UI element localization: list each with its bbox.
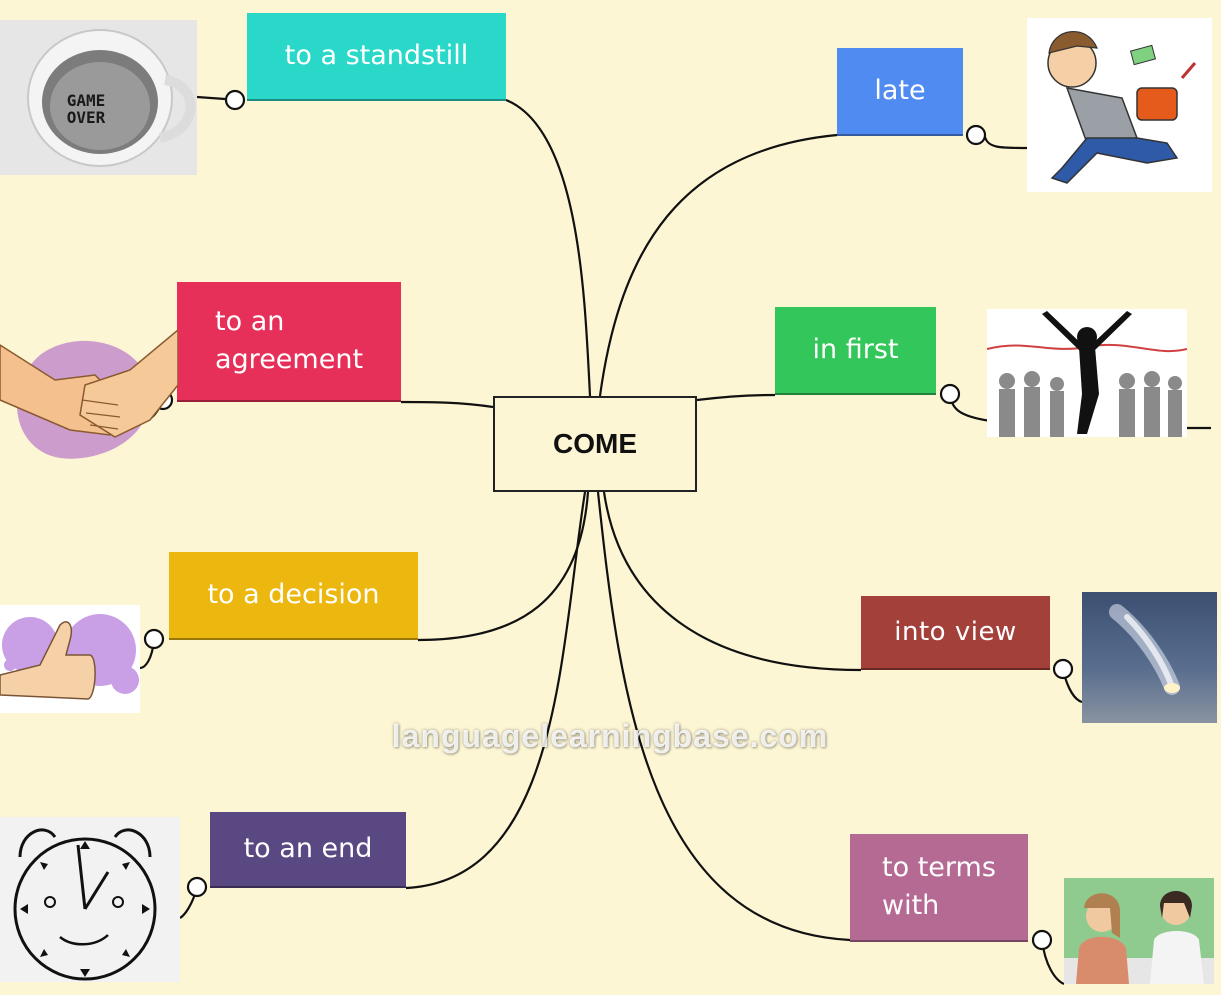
- connector-view: [602, 491, 862, 672]
- node-terms: [1031, 929, 1053, 951]
- comet-photo: [1082, 592, 1217, 723]
- watermark: languagelearningbase.com: [391, 718, 829, 754]
- game-over-mug-photo: GAME OVER: [0, 20, 197, 175]
- branch-first-label: in first: [812, 334, 899, 365]
- central-topic-label: COME: [553, 428, 637, 459]
- branch-terms-label: to terms with: [882, 852, 996, 921]
- svg-text:GAME: GAME: [67, 91, 106, 110]
- connector-decision: [417, 491, 590, 642]
- branch-first: in first: [775, 307, 936, 395]
- branch-terms: to terms with: [850, 834, 1028, 942]
- central-topic: COME: [493, 396, 697, 492]
- clock-drawing: [0, 817, 180, 982]
- node-view: [1052, 658, 1074, 680]
- branch-view-label: into view: [894, 617, 1017, 647]
- branch-view: into view: [861, 596, 1050, 670]
- connector-standstill: [505, 98, 592, 397]
- running-late-boy-illustration: [1027, 18, 1212, 192]
- branch-end-label: to an end: [243, 833, 373, 864]
- lead-late: [983, 136, 1028, 150]
- node-standstill: [224, 89, 246, 111]
- branch-standstill-label: to a standstill: [284, 40, 469, 71]
- two-women-talking-illustration: [1064, 878, 1214, 984]
- branch-late-label: late: [874, 75, 926, 106]
- node-decision: [143, 628, 165, 650]
- svg-text:OVER: OVER: [67, 108, 106, 127]
- branch-agreement: to an agreement: [177, 282, 401, 402]
- branch-agreement-label: to an agreement: [215, 306, 364, 375]
- race-winner-silhouette: [987, 309, 1187, 437]
- branch-end: to an end: [210, 812, 406, 888]
- connector-end: [405, 491, 587, 890]
- connector-agreement: [400, 400, 494, 409]
- lead-standstill: [196, 95, 226, 101]
- node-first: [939, 383, 961, 405]
- branch-decision: to a decision: [169, 552, 418, 640]
- branch-standstill: to a standstill: [247, 13, 506, 101]
- thumbs-up-illustration: [0, 605, 140, 713]
- handshake-illustration: [0, 325, 178, 465]
- connector-late: [598, 133, 838, 397]
- connector-first: [696, 393, 776, 402]
- branch-decision-label: to a decision: [207, 579, 380, 610]
- branch-late: late: [837, 48, 963, 136]
- connector-terms: [596, 491, 851, 942]
- node-late: [965, 124, 987, 146]
- node-end: [186, 876, 208, 898]
